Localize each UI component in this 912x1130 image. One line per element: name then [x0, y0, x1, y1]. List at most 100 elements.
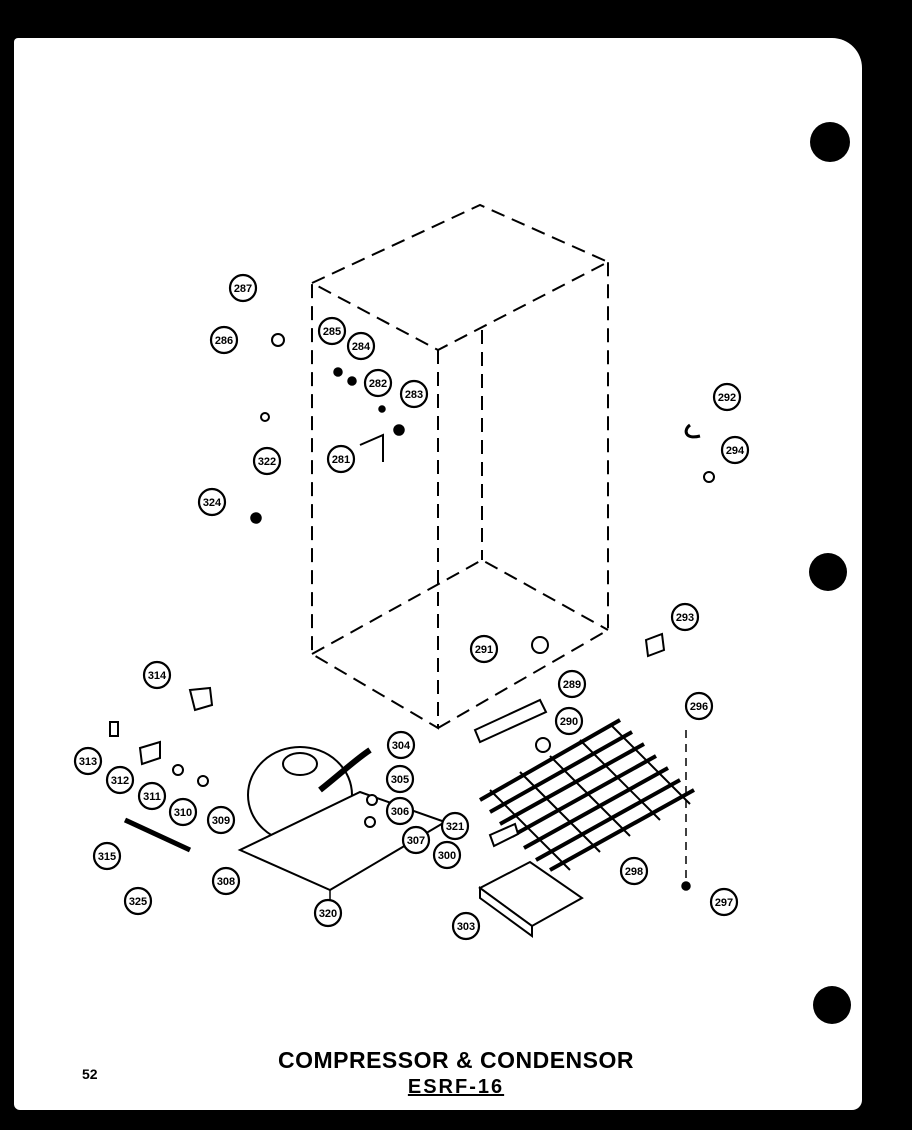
- callout-circle: [557, 669, 587, 699]
- callout-circle: [252, 446, 282, 476]
- callout-label: 286: [215, 335, 233, 347]
- callout-label: 325: [129, 896, 147, 908]
- callout-label: 281: [332, 454, 350, 466]
- callout-label: 291: [475, 644, 493, 656]
- callout-314: 314: [142, 660, 172, 690]
- callout-286: 286: [209, 325, 239, 355]
- model-number: ESRF-16: [407, 1076, 505, 1098]
- callout-label: 293: [676, 612, 694, 624]
- callout-circle: [399, 379, 429, 409]
- callout-label: 300: [438, 850, 456, 862]
- callout-circle: [142, 660, 172, 690]
- callout-circle: [228, 273, 258, 303]
- callout-circle: [197, 487, 227, 517]
- callout-303: 303: [451, 911, 481, 941]
- callout-circle: [712, 382, 742, 412]
- callout-label: 321: [446, 821, 464, 833]
- callout-circle: [123, 886, 153, 916]
- callout-label: 315: [98, 851, 116, 863]
- callout-287: 287: [228, 273, 258, 303]
- callout-circle: [709, 887, 739, 917]
- callout-circle: [206, 805, 236, 835]
- callout-310: 310: [168, 797, 198, 827]
- compressor: [237, 746, 448, 900]
- filter-drier: [473, 698, 548, 744]
- cabinet-outline: [311, 203, 611, 730]
- callout-304: 304: [386, 730, 416, 760]
- callout-circle: [209, 325, 239, 355]
- callout-circle: [317, 316, 347, 346]
- callout-283: 283: [399, 379, 429, 409]
- condenser-coil: [479, 718, 695, 872]
- callout-group: 287 286 285 284 282 283 281 322 324 292 294 293 291 2…: [73, 273, 750, 941]
- callout-label: 294: [726, 445, 745, 457]
- small-parts: [109, 333, 715, 891]
- callout-325: 325: [123, 886, 153, 916]
- callout-320: 320: [313, 898, 343, 928]
- callout-322: 322: [252, 446, 282, 476]
- callout-label: 290: [560, 716, 578, 728]
- callout-circle: [73, 746, 103, 776]
- callout-label: 283: [405, 389, 423, 401]
- callout-306: 306: [385, 796, 415, 826]
- callout-305: 305: [385, 764, 415, 794]
- callout-circle: [432, 840, 462, 870]
- callout-circle: [720, 435, 750, 465]
- callout-circle: [346, 331, 376, 361]
- callout-291: 291: [469, 634, 499, 664]
- callout-circle: [137, 781, 167, 811]
- callout-315: 315: [92, 841, 122, 871]
- callout-circle: [619, 856, 649, 886]
- callout-290: 290: [554, 706, 584, 736]
- callout-circle: [385, 796, 415, 826]
- callout-307: 307: [401, 825, 431, 855]
- callout-circle: [469, 634, 499, 664]
- callout-293: 293: [670, 602, 700, 632]
- callout-label: 292: [718, 392, 736, 404]
- callout-circle: [363, 368, 393, 398]
- callout-282: 282: [363, 368, 393, 398]
- callout-label: 289: [563, 679, 581, 691]
- power-cord: [123, 817, 192, 853]
- callout-label: 311: [143, 791, 161, 803]
- callout-circle: [386, 730, 416, 760]
- callout-circle: [326, 444, 356, 474]
- drain-pan: [478, 860, 584, 938]
- callout-label: 313: [79, 756, 97, 768]
- callout-label: 306: [391, 806, 409, 818]
- callout-289: 289: [557, 669, 587, 699]
- callout-300: 300: [432, 840, 462, 870]
- callout-label: 287: [234, 283, 252, 295]
- callout-label: 308: [217, 876, 235, 888]
- callout-294: 294: [720, 435, 750, 465]
- callout-circle: [168, 797, 198, 827]
- callout-label: 314: [148, 670, 167, 682]
- callout-284: 284: [346, 331, 376, 361]
- callout-circle: [554, 706, 584, 736]
- callout-label: 322: [258, 456, 276, 468]
- callout-label: 320: [319, 908, 337, 920]
- binder-holes: [809, 122, 851, 1024]
- callout-label: 285: [323, 326, 341, 338]
- callout-308: 308: [211, 866, 241, 896]
- callout-circle: [670, 602, 700, 632]
- callout-circle: [105, 765, 135, 795]
- callout-circle: [684, 691, 714, 721]
- callout-285: 285: [317, 316, 347, 346]
- callout-label: 284: [352, 341, 371, 353]
- callout-label: 296: [690, 701, 708, 713]
- callout-324: 324: [197, 487, 227, 517]
- callout-label: 304: [392, 740, 411, 752]
- callout-label: 298: [625, 866, 643, 878]
- callout-label: 312: [111, 775, 129, 787]
- diagram-title: COMPRESSOR & CONDENSOR: [277, 1047, 635, 1073]
- callout-296: 296: [684, 691, 714, 721]
- callout-label: 305: [391, 774, 409, 786]
- callout-298: 298: [619, 856, 649, 886]
- callout-circle: [211, 866, 241, 896]
- callout-circle: [451, 911, 481, 941]
- callout-label: 303: [457, 921, 475, 933]
- callout-circle: [313, 898, 343, 928]
- callout-circle: [92, 841, 122, 871]
